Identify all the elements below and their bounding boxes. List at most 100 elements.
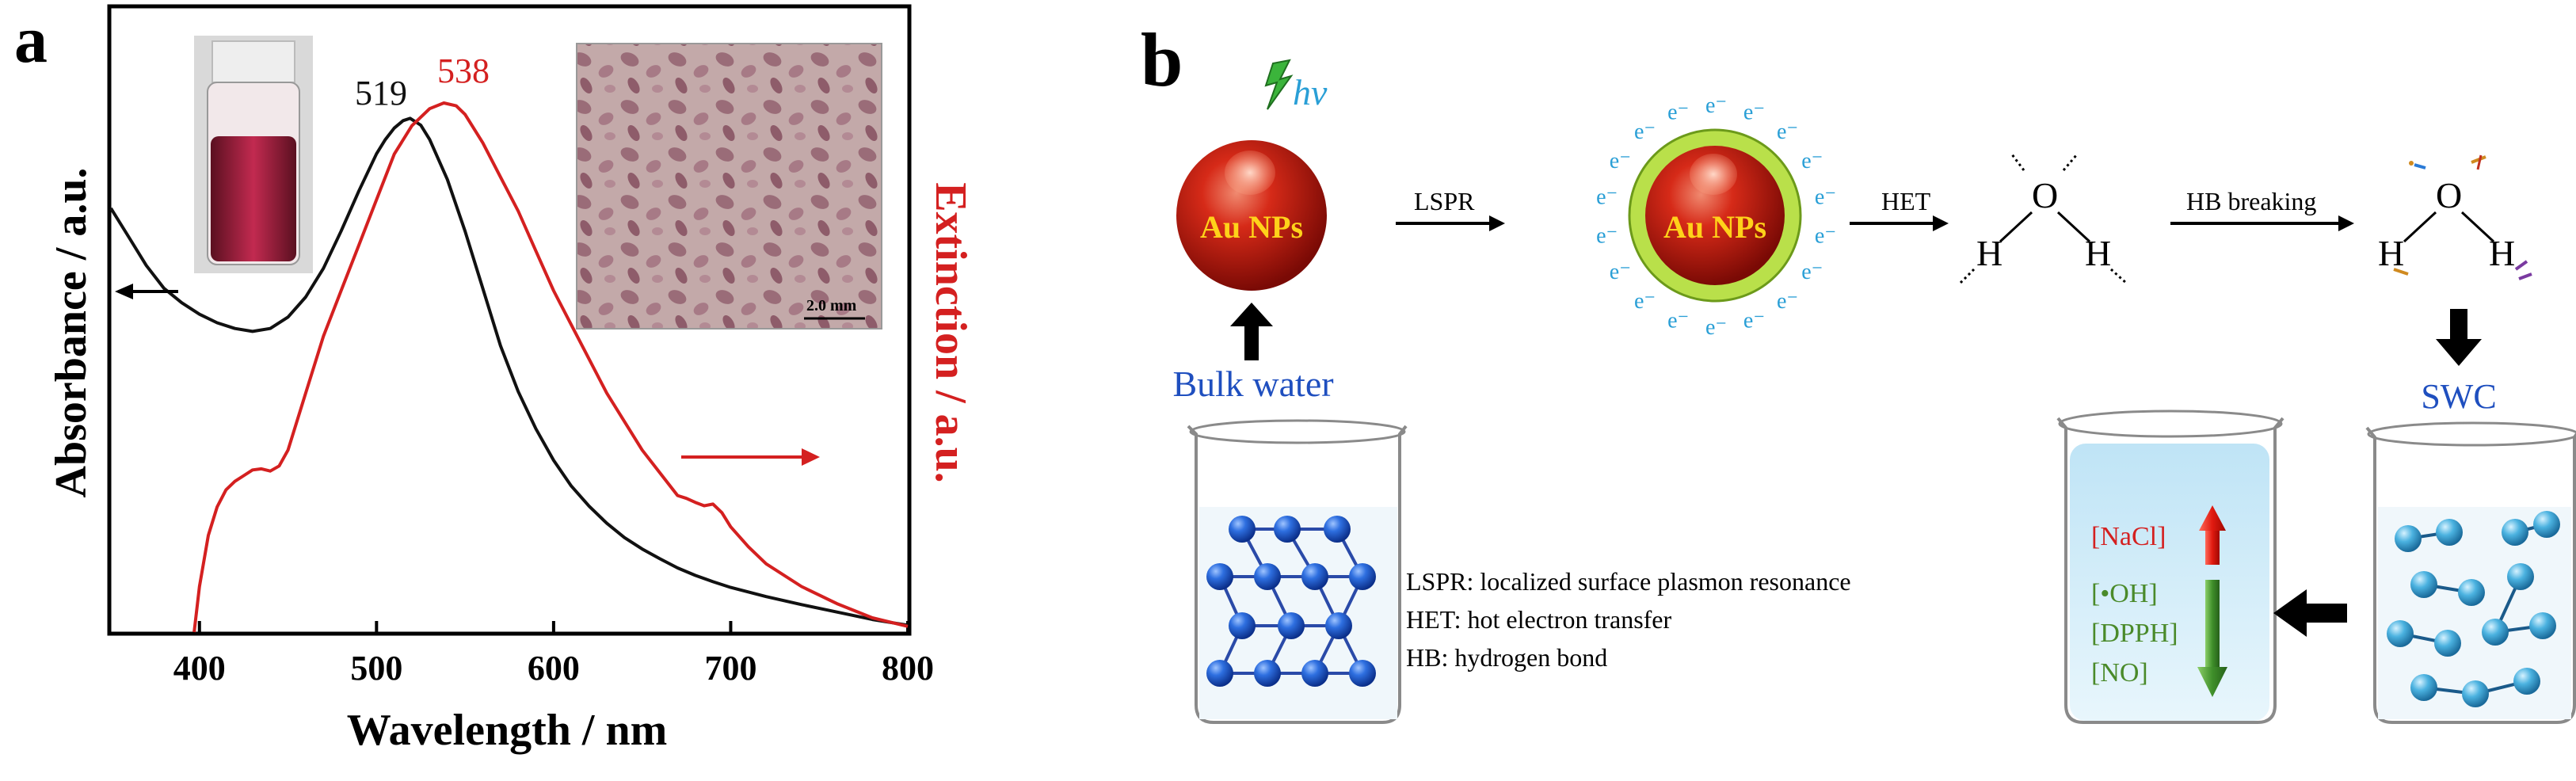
x-tick-label: 500 [350,649,402,688]
cluster-molecule-ball [2387,620,2414,647]
x-axis-tick-labels: 400 500 600 700 800 [173,649,934,688]
panel-a: 400 500 600 700 800 519 538 [47,4,975,755]
dpph-label: [DPPH] [2091,619,2178,648]
x-tick-label: 600 [528,649,580,688]
electron-label: e⁻ [1667,309,1689,333]
legend-item-lspr: LSPR: localized surface plasmon resonanc… [1406,567,1851,596]
x-tick-label: 400 [173,649,226,688]
down-thick-arrow [2436,309,2482,366]
hv-label: hv [1293,72,1328,112]
water-molecule-ball [1274,516,1301,543]
cluster-molecule-ball [2482,619,2509,646]
cluster-molecule-ball [2410,571,2437,598]
hydrogen-atom: H [2489,233,2515,273]
electron-cloud: e⁻e⁻e⁻e⁻e⁻e⁻e⁻e⁻e⁻e⁻e⁻e⁻e⁻e⁻e⁻e⁻e⁻e⁻ [1596,93,1836,340]
vial-photo-inset [194,36,313,273]
lspr-label: LSPR [1414,187,1475,215]
lightning-bolt-icon [1264,59,1294,110]
series-group [109,101,909,633]
nacl-label: [NaCl] [2091,522,2166,551]
abbreviation-legend: LSPR: localized surface plasmon resonanc… [1406,567,1851,672]
water-molecule-ball [1349,563,1376,590]
legend-item-hb: HB: hydrogen bond [1406,643,1607,672]
au-np-label: Au NPs [1200,209,1303,245]
electron-label: e⁻ [1610,260,1631,284]
bulk-water-label: Bulk water [1172,364,1333,404]
y-axis-title: Absorbance / a.u. [47,168,96,498]
electron-label: e⁻ [1815,223,1836,248]
scale-bar-label: 2.0 mm [806,297,857,314]
legend-item-het: HET: hot electron transfer [1406,605,1672,634]
water-molecule-ball [1301,660,1328,687]
electron-label: e⁻ [1596,223,1618,248]
hb-breaking-label: HB breaking [2186,187,2316,215]
right-axis-arrow [681,448,820,466]
oh-radical-label: [•OH] [2091,579,2158,608]
x-axis-ticks [197,621,909,634]
x-axis-title: Wavelength / nm [347,706,667,755]
water-molecule-ball [1206,660,1233,687]
oxygen-atom: O [2436,175,2462,215]
bulk-water-beaker [1187,419,1408,724]
peak-label-538: 538 [437,51,490,90]
electron-label: e⁻ [1634,289,1656,314]
water-molecule-ball [1301,563,1328,590]
cluster-molecule-ball [2507,563,2534,590]
water-clusters [2387,511,2560,707]
cluster-molecule-ball [2434,630,2461,657]
panel-b-letter: b [1141,17,1183,102]
electron-label: e⁻ [1634,120,1656,144]
cluster-molecule-ball [2462,680,2489,707]
electron-label: e⁻ [1777,120,1798,144]
water-molecule-ball [1349,660,1376,687]
hydrogen-atom: H [2085,233,2111,273]
electron-label: e⁻ [1801,149,1823,173]
absorbance-series-line [109,116,909,627]
water-molecule-ball [1229,516,1256,543]
plot-frame [107,4,912,636]
water-lattice [1206,516,1376,687]
electron-label: e⁻ [1610,149,1631,173]
cluster-molecule-ball [2529,612,2556,639]
left-thick-arrow [2273,589,2347,637]
cluster-molecule-ball [2458,579,2485,606]
water-molecule-ball [1325,612,1352,639]
excited-au-nanoparticle: Au NPs e⁻e⁻e⁻e⁻e⁻e⁻e⁻e⁻e⁻e⁻e⁻e⁻e⁻e⁻e⁻e⁻e… [1596,93,1836,340]
electron-label: e⁻ [1743,309,1765,333]
x-tick-label: 700 [704,649,756,688]
cluster-molecule-ball [2436,519,2463,546]
hb-breaking-arrow [2170,215,2354,231]
hydrogen-atom: H [1976,233,2002,273]
au-nanoparticle: Au NPs [1176,140,1327,291]
up-thick-arrow [1230,303,1273,360]
electron-label: e⁻ [1801,260,1823,284]
free-water-molecule: O H H [2378,154,2532,280]
broken-bond-fragments-icon [2393,154,2532,280]
het-label: HET [1881,187,1931,215]
electron-label: e⁻ [1777,289,1798,314]
panel-b: hv Au NPs LSPR Au NPs e⁻e⁻e⁻e⁻e⁻e⁻e⁻e⁻e⁻… [1172,59,2576,724]
lspr-arrow [1396,215,1505,231]
panel-a-letter: a [14,3,48,77]
x-tick-label: 800 [882,649,934,688]
extinction-series-line [192,101,909,633]
swc-beaker [2365,421,2576,724]
water-molecule-ball [1324,516,1351,543]
cluster-molecule-ball [2513,668,2540,695]
increase-arrow-icon [2199,505,2226,565]
het-arrow [1850,215,1949,231]
electron-label: e⁻ [1667,100,1689,124]
peak-label-519: 519 [355,74,407,112]
micrograph-inset: 2.0 mm [576,43,882,330]
electron-label: e⁻ [1596,185,1618,210]
electron-label: e⁻ [1815,185,1836,210]
excited-au-np-label: Au NPs [1663,209,1766,245]
water-molecule: O H H [1958,154,2128,285]
water-molecule-ball [1254,660,1281,687]
left-axis-arrow [115,284,178,299]
cluster-molecule-ball [2533,511,2560,538]
cluster-molecule-ball [2502,519,2528,546]
property-beaker: [NaCl] [•OH] [DPPH] [NO] [2056,410,2284,724]
decrease-arrow-icon [2197,580,2227,697]
